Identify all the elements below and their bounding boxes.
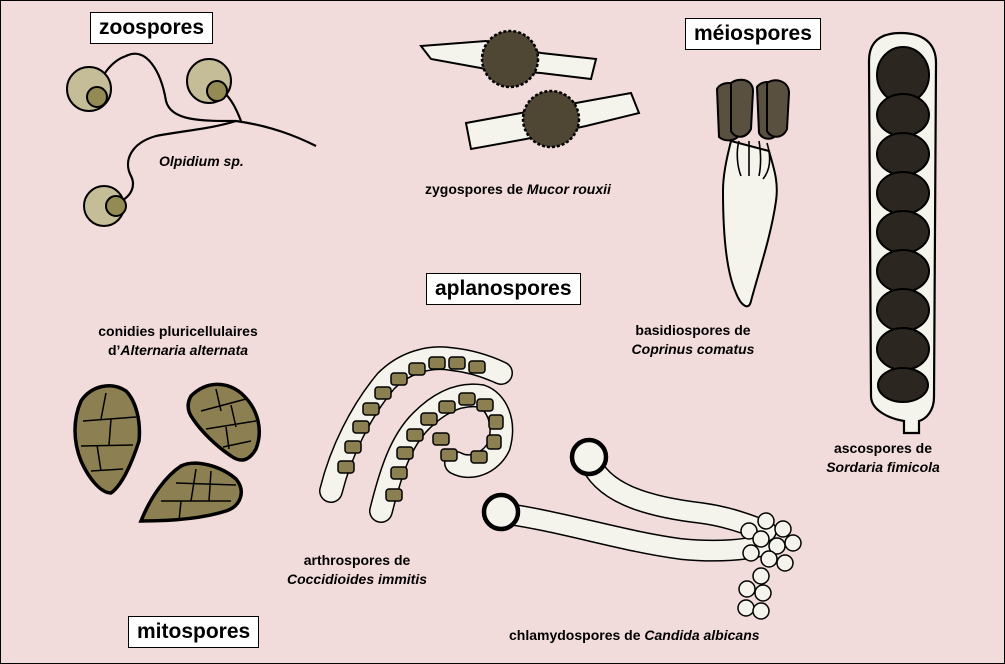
ascospores-caption: ascospores de Sordaria fimicola (809, 439, 957, 477)
basidiospores-species: Coprinus comatus (632, 341, 755, 357)
basidiospores-coprinus-drawing (717, 80, 789, 307)
chlamydospores-species: Candida albicans (644, 627, 759, 643)
ascospores-label: ascospores de (809, 439, 957, 458)
zygospores-mucor-drawing (421, 31, 639, 149)
arthrospores-caption: arthrospores de Coccidioides immitis (283, 551, 431, 589)
arthrospores-species: Coccidioides immitis (287, 571, 427, 587)
zoospores-heading: zoospores (90, 12, 213, 44)
basidiospores-caption: basidiospores de Coprinus comatus (615, 321, 771, 359)
chlamydospores-label: chlamydospores de (509, 627, 644, 643)
conidies-species: Alternaria alternata (120, 342, 248, 358)
zygospores-label: zygospores de (425, 181, 527, 197)
zoospores-olpidium-drawing (67, 54, 316, 226)
conidies-alternaria-drawing (75, 384, 259, 521)
ascospores-species: Sordaria fimicola (826, 459, 940, 475)
arthrospores-coccidioides-drawing (331, 357, 503, 511)
chlamydospores-candida-drawing (484, 440, 801, 619)
conidies-caption: conidies pluricellulaires d’Alternaria a… (71, 322, 285, 360)
conidies-label: conidies pluricellulaires (71, 322, 285, 341)
zygospores-caption: zygospores de Mucor rouxii (425, 180, 611, 199)
aplanospores-heading: aplanospores (426, 273, 581, 305)
zygospores-species: Mucor rouxii (527, 181, 611, 197)
conidies-prefix: d’ (108, 342, 120, 358)
mitospores-heading: mitospores (128, 616, 259, 648)
arthrospores-label: arthrospores de (283, 551, 431, 570)
meiospores-heading: méiospores (685, 18, 821, 50)
basidiospores-label: basidiospores de (615, 321, 771, 340)
chlamydospores-caption: chlamydospores de Candida albicans (509, 626, 760, 645)
olpidium-caption: Olpidium sp. (159, 152, 244, 171)
olpidium-species: Olpidium sp. (159, 153, 244, 169)
ascospores-sordaria-drawing (869, 33, 936, 433)
